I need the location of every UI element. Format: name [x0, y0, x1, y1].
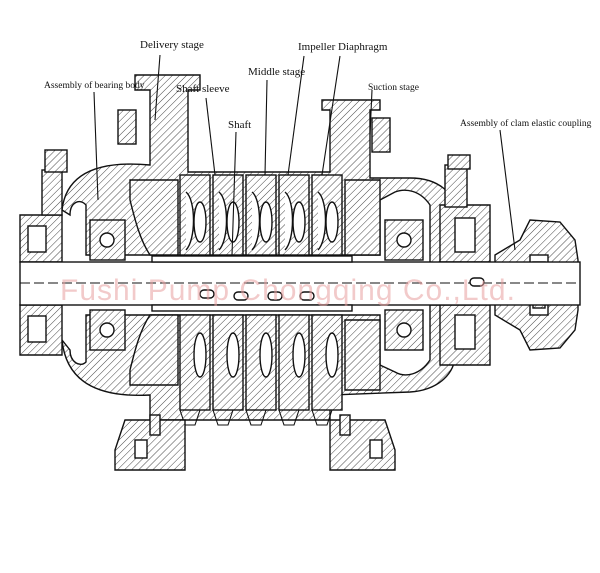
delivery-stage-block — [129, 179, 381, 391]
stage-bodies-upper — [179, 174, 343, 256]
shaft — [19, 255, 581, 312]
label-assembly-bearing-body: Assembly of bearing body — [44, 80, 145, 91]
label-diaphragm: Diaphragm — [338, 41, 388, 53]
bolts — [44, 109, 471, 436]
right-bearing-body — [384, 164, 491, 366]
label-delivery-stage: Delivery stage — [140, 39, 204, 51]
pump-feet — [114, 419, 396, 471]
label-impeller: Impeller — [298, 41, 336, 53]
leader-lines — [93, 54, 516, 256]
left-bearing-body — [19, 169, 126, 356]
label-assembly-clam-coupling: Assembly of clam elastic coupling — [460, 118, 592, 129]
label-shaft: Shaft — [228, 119, 251, 131]
label-suction-stage: Suction stage — [368, 83, 419, 93]
label-middle-stage: Middle stage — [248, 66, 305, 78]
stage-bodies-lower — [179, 314, 343, 426]
watermark-text: Fushi Pump Chongqing Co.,Ltd. — [60, 274, 516, 307]
label-shaft-sleeve: Shaft sleeve — [176, 83, 230, 95]
